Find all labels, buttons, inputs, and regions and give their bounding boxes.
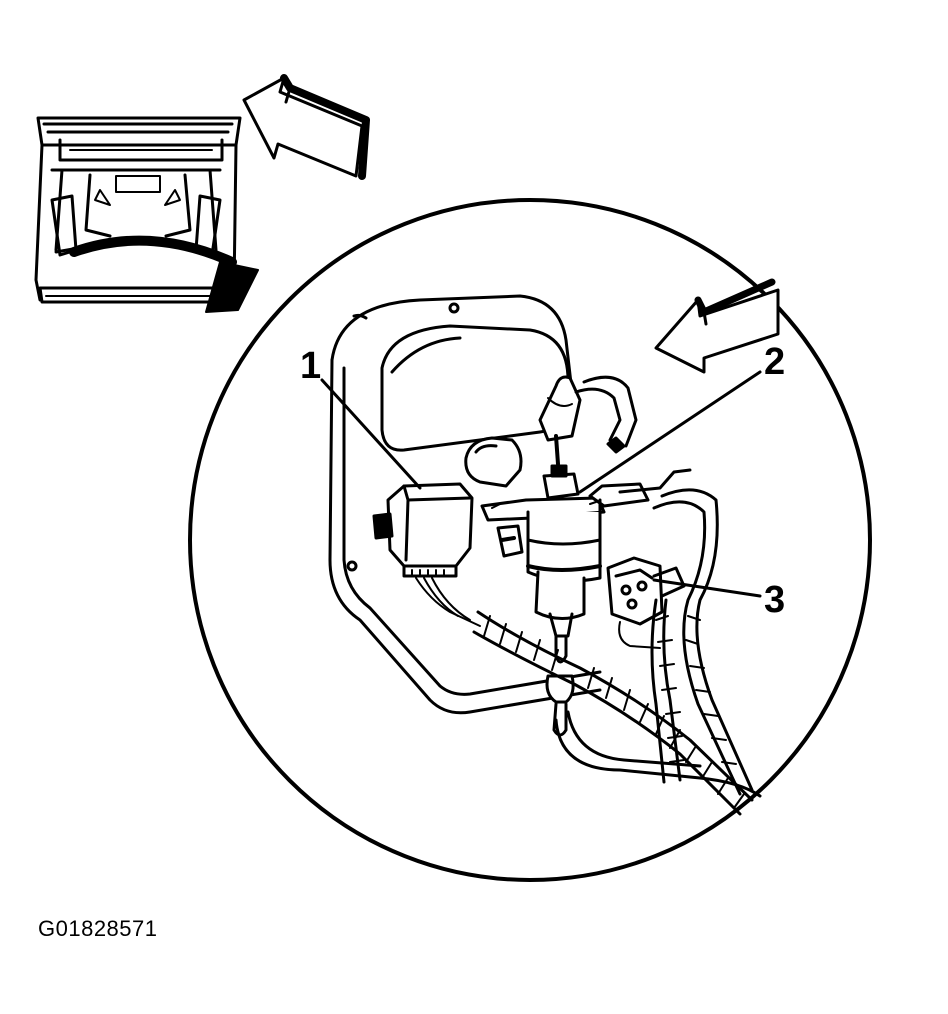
curved-pointer-arrow-icon [69, 235, 259, 313]
callout-number: 1 [300, 345, 321, 387]
detail-view-circle [188, 198, 872, 882]
relay-module [372, 482, 481, 627]
wiring-harness [472, 488, 762, 816]
callout-number: 3 [764, 579, 785, 621]
callout-1: 1 [300, 345, 422, 490]
hose-connection [464, 375, 638, 488]
housing-cover [380, 324, 570, 452]
callout-number: 2 [764, 341, 785, 383]
direction-arrow-icon [654, 278, 780, 374]
direction-arrow-icon [242, 74, 370, 180]
vehicle-rear-overview [34, 116, 242, 304]
electrical-connector [606, 556, 686, 626]
figure-id-label: G01828571 [38, 916, 158, 941]
callout-2: 2 [578, 341, 785, 494]
mounting-panel [328, 294, 602, 715]
callout-3: 3 [652, 578, 785, 621]
vent-solenoid [480, 434, 692, 737]
